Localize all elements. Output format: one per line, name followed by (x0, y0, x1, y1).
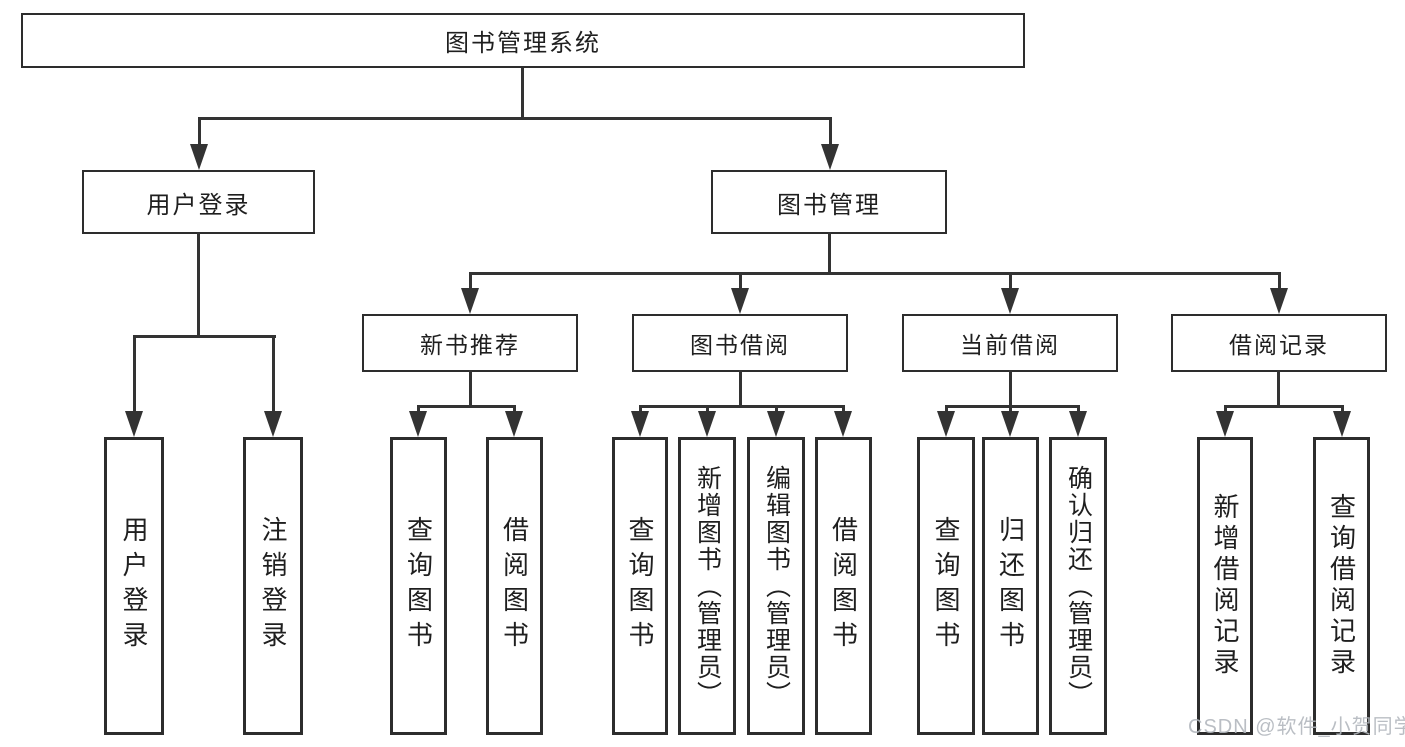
arrowhead-down-icon (1216, 411, 1234, 437)
leaf-add-borrow-record: 新增借阅记录 (1197, 437, 1253, 735)
connector-line (198, 117, 201, 148)
arrowhead-down-icon (1069, 411, 1087, 437)
arrowhead-down-icon (937, 411, 955, 437)
leaf-label: 注销登录 (258, 516, 288, 656)
connector-line (1009, 272, 1012, 290)
leaf-edit-book-admin: 编辑图书（管理员） (747, 437, 805, 735)
leaf-query-books-borrow: 查询图书 (612, 437, 668, 735)
arrowhead-down-icon (698, 411, 716, 437)
node-user-login: 用户登录 (82, 170, 315, 234)
connector-line (1278, 272, 1281, 290)
leaf-query-borrow-record: 查询借阅记录 (1313, 437, 1370, 735)
node-borrowing-records: 借阅记录 (1171, 314, 1387, 372)
node-label: 用户登录 (146, 191, 251, 219)
arrowhead-down-icon (1001, 288, 1019, 314)
leaf-confirm-return-admin: 确认归还（管理员） (1049, 437, 1107, 735)
leaf-borrow-book: 借阅图书 (815, 437, 872, 735)
connector-line (469, 272, 1281, 275)
connector-line (1009, 370, 1012, 407)
leaf-label: 查询图书 (931, 516, 961, 656)
connector-line (521, 68, 524, 119)
arrowhead-down-icon (631, 411, 649, 437)
arrowhead-down-icon (190, 144, 208, 170)
node-label: 借阅记录 (1229, 332, 1329, 358)
node-label: 图书管理 (777, 191, 881, 219)
arrowhead-down-icon (409, 411, 427, 437)
leaf-borrow-books-rec: 借阅图书 (486, 437, 543, 735)
node-label: 图书借阅 (690, 332, 790, 358)
connector-line (739, 272, 742, 290)
connector-line (639, 405, 845, 408)
arrowhead-down-icon (834, 411, 852, 437)
connector-line (828, 232, 831, 275)
leaf-label: 归还图书 (995, 516, 1026, 656)
leaf-label: 查询借阅记录 (1326, 493, 1357, 679)
arrowhead-down-icon (1333, 411, 1351, 437)
arrowhead-down-icon (1001, 411, 1019, 437)
arrowhead-down-icon (767, 411, 785, 437)
connector-line (945, 405, 1080, 408)
leaf-logout: 注销登录 (243, 437, 303, 735)
leaf-return-book: 归还图书 (982, 437, 1039, 735)
arrowhead-down-icon (125, 411, 143, 437)
connector-line (417, 405, 516, 408)
node-book-borrowing: 图书借阅 (632, 314, 848, 372)
arrowhead-down-icon (731, 288, 749, 314)
leaf-label: 新增借阅记录 (1210, 493, 1240, 679)
leaf-user-login: 用户登录 (104, 437, 164, 735)
leaf-label: 查询图书 (625, 516, 655, 656)
node-label: 新书推荐 (420, 332, 520, 358)
leaf-add-book-admin: 新增图书（管理员） (678, 437, 736, 735)
csdn-watermark: CSDN @软件_小贺同学 (1188, 716, 1405, 738)
leaf-label: 新增图书（管理员） (693, 464, 722, 708)
arrowhead-down-icon (1270, 288, 1288, 314)
leaf-label: 确认归还（管理员） (1064, 464, 1093, 708)
connector-line (199, 117, 832, 120)
node-book-management: 图书管理 (711, 170, 947, 234)
leaf-label: 借阅图书 (499, 516, 530, 656)
connector-line (1277, 370, 1280, 407)
connector-line (739, 370, 742, 407)
node-current-borrowing: 当前借阅 (902, 314, 1118, 372)
leaf-label: 编辑图书（管理员） (762, 464, 791, 708)
connector-line (1224, 405, 1344, 408)
connector-line (133, 335, 136, 415)
connector-line (197, 232, 200, 337)
connector-line (829, 117, 832, 148)
leaf-label: 用户登录 (119, 516, 149, 656)
arrowhead-down-icon (505, 411, 523, 437)
node-label: 图书管理系统 (445, 30, 601, 57)
connector-line (469, 370, 472, 407)
arrowhead-down-icon (821, 144, 839, 170)
connector-line (272, 335, 275, 415)
connector-line (469, 272, 472, 290)
node-root-library-system: 图书管理系统 (21, 13, 1025, 68)
arrowhead-down-icon (461, 288, 479, 314)
node-new-book-recommend: 新书推荐 (362, 314, 578, 372)
arrowhead-down-icon (264, 411, 282, 437)
leaf-query-books-current: 查询图书 (917, 437, 975, 735)
node-label: 当前借阅 (960, 332, 1060, 358)
leaf-label: 查询图书 (403, 516, 434, 656)
leaf-label: 借阅图书 (828, 516, 859, 656)
leaf-query-books-rec: 查询图书 (390, 437, 447, 735)
connector-line (133, 335, 276, 338)
